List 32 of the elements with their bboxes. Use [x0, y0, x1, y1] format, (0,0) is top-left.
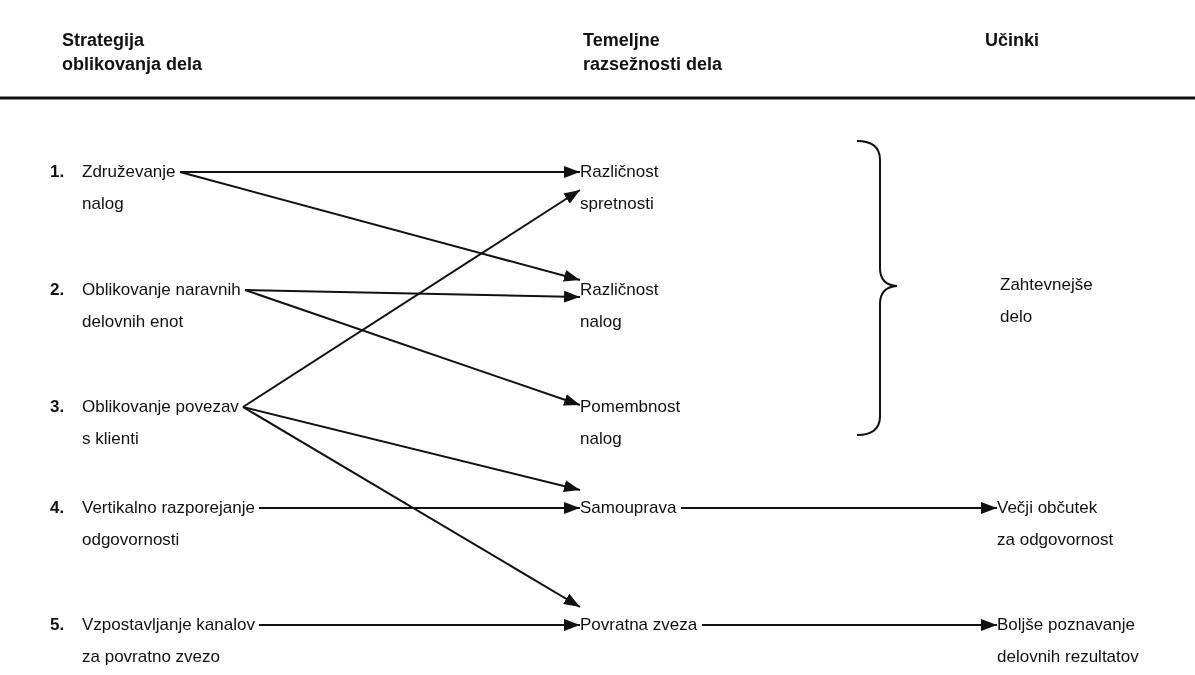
column-heading: Strategija oblikovanja dela — [62, 29, 203, 76]
arrow — [244, 289, 581, 303]
item-number: 2. — [50, 279, 65, 301]
dimension-text: Različnost nalog — [580, 279, 659, 333]
item-number: 3. — [50, 396, 65, 418]
item-number: 4. — [50, 497, 65, 519]
arrow — [242, 406, 581, 492]
arrow — [701, 619, 998, 631]
dimension-text: Pomembnost nalog — [580, 396, 681, 450]
arrow — [244, 289, 581, 406]
effect-text: Zahtevnejše delo — [1000, 274, 1093, 328]
arrow — [242, 189, 581, 408]
item-text: Oblikovanje naravnih delovnih enot — [82, 279, 241, 333]
dimension-text: Različnost spretnosti — [580, 161, 659, 215]
item-number: 1. — [50, 161, 65, 183]
arrow — [179, 166, 581, 178]
item-text: Združevanje nalog — [82, 161, 176, 215]
arrow — [179, 171, 581, 282]
dimension-text: Samouprava — [580, 497, 677, 519]
arrow — [680, 502, 998, 514]
dimension-text: Povratna zveza — [580, 614, 698, 636]
arrow — [258, 619, 581, 631]
arrow — [242, 406, 581, 608]
arrow — [258, 502, 581, 514]
item-text: Vzpostavljanje kanalov za povratno zvezo — [82, 614, 255, 668]
item-number: 5. — [50, 614, 65, 636]
effect-text: Večji občutek za odgovornost — [997, 497, 1114, 551]
item-text: Oblikovanje povezav s klienti — [82, 396, 239, 450]
effect-text: Boljše poznavanje delovnih rezultatov — [997, 614, 1139, 668]
item-text: Vertikalno razporejanje odgovornosti — [82, 497, 255, 551]
column-heading: Učinki — [985, 29, 1040, 52]
column-heading: Temeljne razsežnosti dela — [583, 29, 723, 76]
